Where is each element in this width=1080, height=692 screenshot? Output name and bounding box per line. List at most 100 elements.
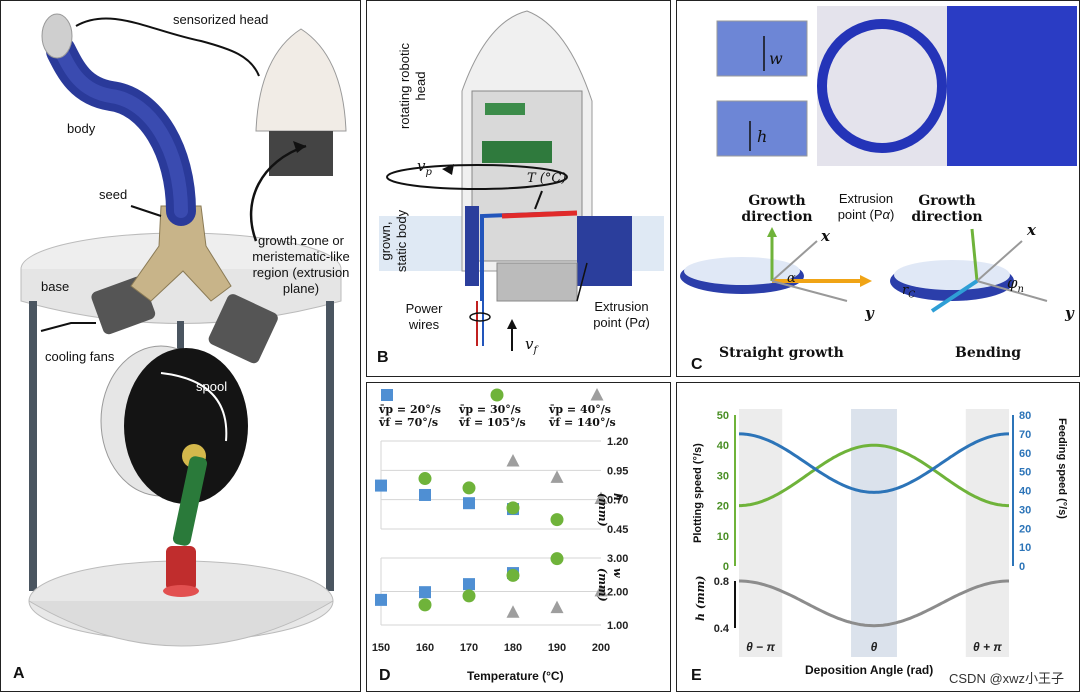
label-extrusion-point-c: Extrusion point (Pα) [837,191,895,222]
label-seed: seed [99,187,128,202]
label-growing-body-text: grown, static body [378,209,409,273]
label-body: body [67,121,96,136]
panel-d-xtick-label: 150 [372,642,390,654]
panel-d-letter: D [379,667,391,684]
label-extrusion-point-b: Extrusion point (Pα) [593,299,650,330]
label-growth-direction-1: Growth direction [741,193,813,225]
panel-a-letter: A [13,665,25,682]
panel-d-top-series1-point [419,488,431,501]
panel-d-bottom-series2-point [550,552,564,566]
panel-d-bottom-series3-point [594,583,608,597]
panel-b-illustration [379,10,664,351]
panel-d-xtick-label: 170 [460,642,478,654]
label-vf-sub: f [533,345,538,356]
panel-e-ytick-right: 20 [1019,523,1031,535]
label-phi-sub: n [1017,284,1024,295]
label-y2: y [1065,304,1074,322]
label-y1: y [865,304,874,322]
panel-e-band [739,409,783,657]
legend-vp-1: v̄p = 20°/s [379,403,441,416]
panel-e-ytick-right: 10 [1019,542,1031,554]
panel-e-ytick-right: 40 [1019,486,1031,498]
panel-b-letter: B [377,349,389,366]
label-rc-symbol: r [902,283,909,298]
panel-d-top-series2-point [506,501,520,515]
panel-e-ylabel-h: h (mm) [694,575,707,621]
label-x2: x [1027,221,1036,239]
panel-d-bottom-series2-point [462,589,476,603]
panel-d-top-series3-point [550,470,564,483]
panel-c-letter: C [691,356,703,373]
panel-d-ylabel-top: h (mm) [596,493,624,527]
panel-e-ytick-left: 10 [717,531,729,543]
panel-d-bottom-series1-point [375,593,387,606]
legend-item-2: v̄p = 30°/s v̄f = 105°/s [459,403,549,429]
label-power-wires: Power wires [405,301,443,332]
panel-d-ylabel-bottom: w (mm) [596,568,624,602]
panel-d-xlabel: Temperature (°C) [467,669,564,683]
panel-d-bottom-series1-point [463,578,475,591]
watermark: CSDN @xwz小王子 [949,671,1065,686]
panel-a-illustration [20,13,347,647]
panel-d-bottom-series2-point [506,568,520,582]
label-w: w [769,49,783,68]
panel-d-top-ytick-label: 0.95 [607,465,628,477]
panel-d-bottom-series2-point [418,598,432,612]
panel-e-ytick-right: 70 [1019,429,1031,441]
legend-item-3: v̄p = 40°/s v̄f = 140°/s [549,403,634,429]
panel-e-ytick-left: 50 [717,410,729,422]
label-base: base [41,279,70,294]
panel-e-xlabel: Deposition Angle (rad) [805,663,934,677]
panel-e-ytick-left: 0 [723,561,729,573]
label-vp-sub: p [425,167,432,178]
label-cooling-fans: cooling fans [45,349,115,364]
panel-e-h-line [739,579,1009,628]
panel-d-top-ytick-label: 1.20 [607,436,628,448]
panel-c-illustration [680,6,1077,313]
panel-e-letter: E [691,667,702,684]
panel-e-ytick-right: 80 [1019,410,1031,422]
panel-d-xtick-label: 200 [592,642,610,654]
legend-vf-2: v̄f = 105°/s [459,416,526,429]
panel-d-top-ytick-label: 0.45 [607,524,628,536]
label-bending: Bending [955,345,1021,361]
panel-d-top-series3-point [594,491,608,504]
label-temp: T (°C) [527,171,567,186]
panel-d-bottom-ytick-label: 1.00 [607,620,628,632]
panel-d-bottom-ytick-label: 3.00 [607,553,628,565]
legend-vp-3: v̄p = 40°/s [549,403,611,416]
panel-e-h-ytick: 0.8 [714,576,729,588]
label-rotating-head-text: rotating robotic head [397,43,428,129]
panel-e-xtick-label: θ [871,640,878,654]
label-extrusion-point-c-sub: α [882,207,890,222]
panel-d-top-series2-point [462,481,476,495]
label-x1: x [821,227,830,245]
panel-e-ylabel-left: Plotting speed (°/s) [692,443,704,543]
label-phi-symbol: φ [1007,274,1018,292]
label-alpha: α [787,271,796,286]
legend-marker-1 [381,389,393,401]
label-extrusion-point-c-text: Extrusion point (P [837,191,894,222]
legend-item-1: v̄p = 20°/s v̄f = 70°/s [379,403,459,429]
label-growing-body: grown, static body [378,206,410,276]
panel-d-top-series1-point [375,479,387,492]
label-extrusion-point-b-sub: α [638,315,646,330]
panel-a: A sensorized head body seed growth zone … [0,0,361,692]
label-extrusion-point-b-text: Extrusion point (P [593,299,649,330]
panel-e-plotting-speed-line [739,443,1009,508]
legend-vf-1: v̄f = 70°/s [379,416,439,429]
panel-e-ytick-left: 40 [717,440,729,452]
label-rotating-head: rotating robotic head [397,31,429,141]
panel-d-top-series2-point [550,513,564,527]
panel-e-feeding-speed-line [739,432,1009,494]
panel-d-top-series1-point [463,497,475,510]
label-straight-growth: Straight growth [719,345,844,361]
label-spool: spool [196,379,228,394]
label-growth-zone: growth zone or meristematic-like region … [252,233,350,296]
panel-e-ytick-left: 20 [717,501,729,513]
legend-vf-3: v̄f = 140°/s [549,416,616,429]
panel-d-bottom-series1-point [419,586,431,599]
